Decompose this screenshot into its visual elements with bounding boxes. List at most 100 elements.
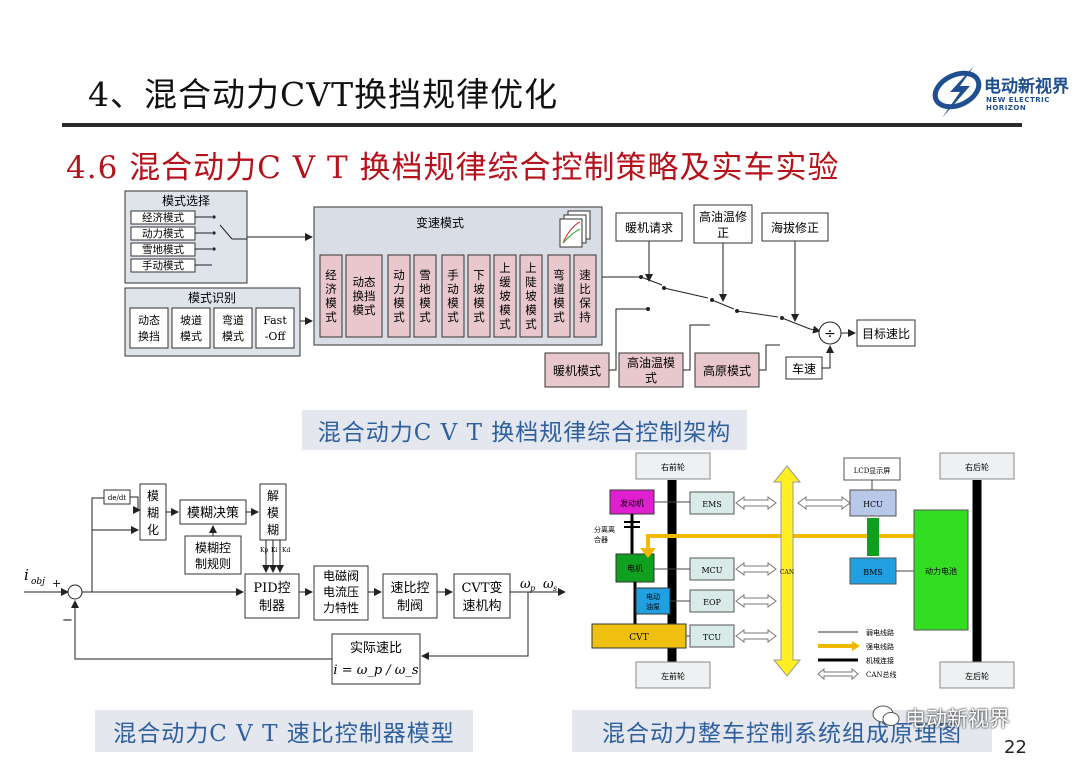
cvt-mechanism-box: CVT变 速机构 xyxy=(453,573,511,619)
svg-text:PID控: PID控 xyxy=(253,581,290,596)
correction-line: 高油温修 xyxy=(699,209,747,224)
plus-sign: + xyxy=(52,577,61,590)
hcu-box: HCU xyxy=(849,489,897,517)
shift-mode-char: 雪 xyxy=(419,268,431,282)
mode-select-item: 手动模式 xyxy=(130,258,196,273)
svg-text:力特性: 力特性 xyxy=(323,600,359,615)
mode-identify-line: -Off xyxy=(265,330,287,343)
shift-mode-char: 上 xyxy=(525,261,537,275)
cvt-box: CVT xyxy=(591,623,687,649)
output-omega-p: ω xyxy=(520,577,531,592)
shift-mode-char: 手 xyxy=(447,268,459,282)
correction-box: 海拔修正 xyxy=(761,212,829,242)
logo-tagline: NEW ELECTRIC HORIZON xyxy=(986,96,1050,112)
mode-select-item: 动力模式 xyxy=(130,226,196,241)
vehicle-speed-label: 车速 xyxy=(792,361,816,376)
shift-mode-char: 经 xyxy=(325,268,337,282)
wheel: 左后轮 xyxy=(939,661,1015,689)
wheel: 左前轮 xyxy=(635,661,711,689)
ratio-controller-diagram: i obj + − de/dt 模 糊 化 模糊决策 模糊控 制规则 解 模 糊… xyxy=(24,483,566,685)
shift-mode-char: 式 xyxy=(553,310,565,324)
clutch-line: 合器 xyxy=(594,535,608,544)
mode-select-item-label: 手动模式 xyxy=(142,259,184,272)
svg-text:发动机: 发动机 xyxy=(620,498,644,508)
motor-box: 电机 xyxy=(615,553,655,583)
legend-item: 弱电线路 xyxy=(866,628,894,637)
mode-identify-item: 坡道 模式 xyxy=(171,307,211,349)
control-unit: EMS xyxy=(689,491,735,515)
bottom-mode-box: 暖机模式 xyxy=(544,352,610,388)
shift-mode-char: 缓 xyxy=(499,275,511,289)
control-unit: TCU xyxy=(689,624,735,648)
svg-text:糊: 糊 xyxy=(267,522,279,537)
mode-identify-panel: 模式识别 动态 换挡 坡道 模式 弯道 模式 Fast -Off xyxy=(124,287,301,357)
caption-control-architecture: 混合动力C V T 换档规律综合控制架构 xyxy=(302,410,747,450)
shift-mode-panel: 变速模式 经济模式动态换挡模式动力模式雪地模式手动模式下坡模式上缓坡模式上陡坡模… xyxy=(313,206,603,346)
caption-vehicle-control: 混合动力整车控制系统组成原理图 xyxy=(572,710,992,752)
pid-box: PID控 制器 xyxy=(244,573,300,619)
shift-mode-char: 地 xyxy=(419,282,431,296)
logo-icon xyxy=(932,66,982,118)
svg-text:BMS: BMS xyxy=(863,568,883,577)
svg-text:糊: 糊 xyxy=(147,505,159,520)
shift-mode-char: 式 xyxy=(447,310,459,324)
mode-identify-line: 模式 xyxy=(180,330,202,343)
derivative-label: de/dt xyxy=(108,494,126,502)
shift-mode-char: 济 xyxy=(325,282,337,296)
wheel: 右前轮 xyxy=(635,452,711,480)
target-ratio-label: 目标速比 xyxy=(862,327,910,341)
shift-mode-char: 模 xyxy=(447,296,459,310)
high-voltage-line xyxy=(646,534,918,550)
correction-box: 暖机请求 xyxy=(615,212,683,242)
svg-text:TCU: TCU xyxy=(703,633,721,642)
svg-text:右后轮: 右后轮 xyxy=(965,462,989,472)
watermark-text: 电动新视界 xyxy=(905,707,1010,731)
mode-select-title: 模式选择 xyxy=(162,194,210,208)
svg-text:模糊控: 模糊控 xyxy=(195,540,231,555)
shift-mode-char: 坡 xyxy=(499,289,511,303)
output-omega-p-sub: p xyxy=(530,584,535,593)
control-unit: EOP xyxy=(689,589,735,613)
shift-mode-char: 式 xyxy=(525,317,537,331)
mode-select-item-label: 经济模式 xyxy=(142,211,184,224)
slide-subtitle: 4.6 混合动力C V T 换档规律综合控制策略及实车实验 xyxy=(66,150,840,186)
shift-table-icon xyxy=(559,210,591,248)
shift-mode-char: 弯 xyxy=(553,268,565,282)
shift-mode-char: 保 xyxy=(579,296,591,310)
control-unit: MCU xyxy=(689,557,735,581)
bottom-mode-label: 高原模式 xyxy=(703,363,751,378)
target-ratio-box: 目标速比 xyxy=(856,319,916,347)
svg-text:速比控: 速比控 xyxy=(390,581,429,596)
mode-identify-item: Fast -Off xyxy=(255,307,295,349)
caption-controller-model: 混合动力C V T 速比控制器模型 xyxy=(95,710,473,752)
svg-text:制阀: 制阀 xyxy=(397,599,423,614)
bms-box: BMS xyxy=(849,557,897,585)
shift-mode-char: 力 xyxy=(393,282,405,296)
svg-text:MCU: MCU xyxy=(701,566,722,575)
svg-text:制规则: 制规则 xyxy=(195,556,231,571)
minus-sign: − xyxy=(62,613,73,628)
shift-mode-char: 式 xyxy=(325,310,337,324)
shift-mode-item: 手动模式 xyxy=(441,254,465,338)
svg-text:制器: 制器 xyxy=(259,599,285,614)
gain-label: Kp xyxy=(260,547,268,554)
svg-text:电磁阀: 电磁阀 xyxy=(323,568,359,583)
shift-mode-char: 式 xyxy=(393,310,405,324)
svg-text:油泵: 油泵 xyxy=(646,602,660,611)
summing-junction xyxy=(67,584,83,600)
svg-text:HCU: HCU xyxy=(863,500,883,509)
bottom-mode-line: 式 xyxy=(645,371,657,385)
legend-item: CAN总线 xyxy=(866,670,897,679)
output-omega-s: ω xyxy=(543,577,554,592)
shift-mode-title: 变速模式 xyxy=(416,215,464,230)
can-bus: CAN xyxy=(772,465,802,677)
svg-text:左前轮: 左前轮 xyxy=(661,671,685,681)
fuzzy-decision-label: 模糊决策 xyxy=(187,505,239,521)
shift-mode-char: 式 xyxy=(419,310,431,324)
